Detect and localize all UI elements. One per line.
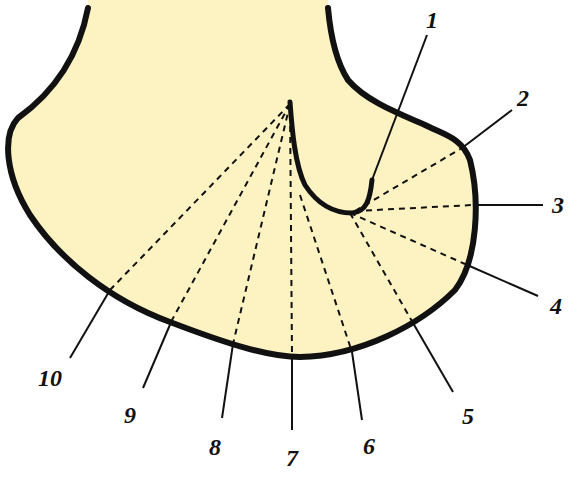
leader-lines xyxy=(70,35,543,430)
callout-number: 1 xyxy=(426,8,438,32)
dashed-lines xyxy=(110,104,473,356)
callout-number: 2 xyxy=(517,86,529,110)
bone-fill xyxy=(8,0,476,357)
callout-number: 9 xyxy=(124,403,136,427)
callout-number: 6 xyxy=(363,434,375,458)
notch-outline xyxy=(290,102,372,213)
callout-number: 5 xyxy=(462,404,474,428)
callout-number: 7 xyxy=(286,446,298,470)
bone-outline xyxy=(8,8,476,357)
callout-number: 4 xyxy=(550,294,562,318)
callout-number: 10 xyxy=(38,366,62,390)
callout-number: 3 xyxy=(552,193,564,217)
callout-number: 8 xyxy=(209,435,221,459)
